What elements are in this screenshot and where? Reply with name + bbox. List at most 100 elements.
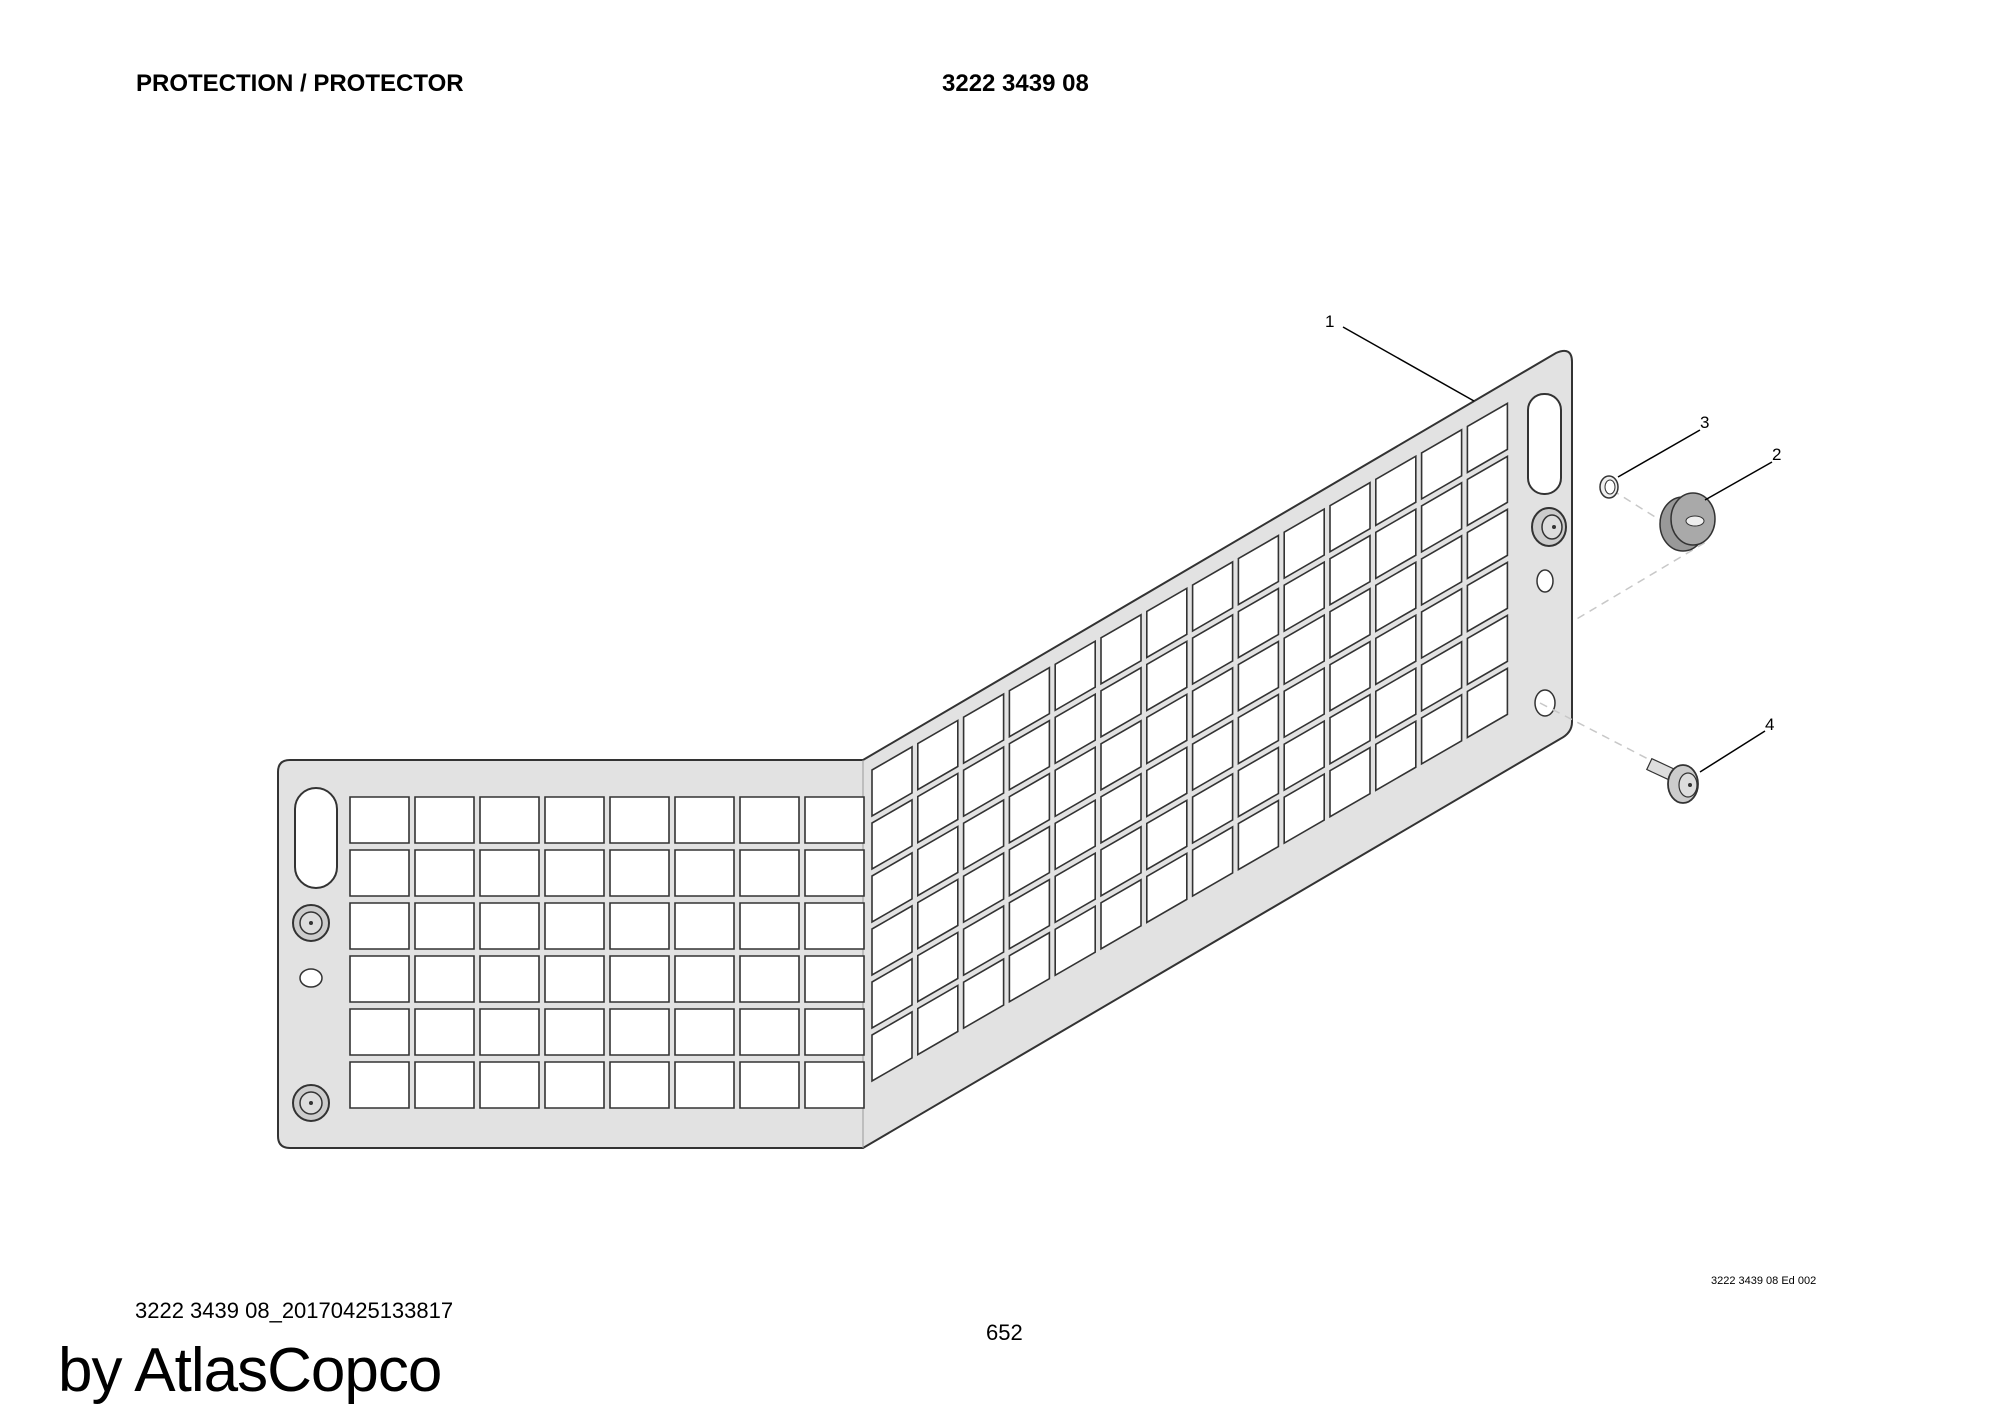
right-slot [1527, 393, 1562, 495]
mesh-cell [544, 902, 605, 950]
callout-1: 1 [1325, 312, 1334, 331]
mesh-cell [609, 955, 670, 1003]
mesh-cell [1283, 507, 1325, 580]
mesh-cell [739, 796, 800, 844]
retaining-ring-part-3 [1599, 475, 1619, 499]
mesh-cell [804, 849, 865, 897]
right-hole-upper [1536, 569, 1554, 593]
mesh-cell [609, 796, 670, 844]
mesh-cell [1466, 507, 1509, 580]
document-id: 3222 3439 08_20170425133817 [135, 1298, 454, 1323]
mesh-cell [1329, 640, 1371, 713]
mesh-cell [349, 902, 410, 950]
mesh-cell [1237, 587, 1280, 659]
mesh-cell [1283, 772, 1325, 845]
mesh-cell [544, 1008, 605, 1056]
mesh-cell [1100, 825, 1142, 898]
mesh-cell [1008, 825, 1051, 898]
mesh-cell [962, 798, 1005, 871]
callout-3: 3 [1700, 413, 1709, 432]
mesh-cell [1237, 693, 1280, 765]
mesh-cell [609, 1008, 670, 1056]
mesh-cell [1375, 454, 1417, 527]
page-number: 652 [986, 1320, 1023, 1345]
mesh-cell [1466, 613, 1509, 686]
part-number: 3222 3439 08 [942, 70, 1089, 97]
mesh-cell [1191, 772, 1234, 845]
mesh-cell [871, 904, 913, 977]
mesh-cell [1420, 428, 1463, 501]
mesh-cell [1054, 639, 1096, 712]
mesh-cell [1375, 507, 1417, 580]
mesh-cell [962, 957, 1005, 1030]
mesh-cell [1100, 772, 1142, 845]
mesh-cell [479, 955, 540, 1003]
mesh-cell [1146, 851, 1188, 924]
mesh-cell [1100, 878, 1142, 951]
left-hole [299, 968, 323, 988]
mesh-cell [674, 955, 735, 1003]
mesh-cell [1329, 481, 1371, 554]
mesh-cell [1329, 746, 1371, 819]
mesh-cell [1054, 904, 1096, 977]
mesh-cell [1420, 587, 1463, 660]
mesh-cell [804, 1008, 865, 1056]
leader-lines [1342, 326, 1773, 773]
mesh-cell [1008, 878, 1051, 951]
callout-4: 4 [1765, 715, 1774, 734]
mesh-cell [1420, 693, 1463, 766]
mesh-cell [1420, 534, 1463, 607]
mesh-cell [609, 849, 670, 897]
mesh-cell [1329, 534, 1371, 607]
mesh-cell [804, 796, 865, 844]
mesh-cell [1283, 560, 1325, 633]
mesh-cell [414, 1008, 475, 1056]
mesh-cell [674, 1008, 735, 1056]
mesh-cell [674, 902, 735, 950]
mesh-cell [544, 796, 605, 844]
mesh-cell [674, 849, 735, 897]
mesh-cell [479, 796, 540, 844]
mesh-cell [1375, 560, 1417, 633]
mesh-cell [917, 719, 959, 791]
mesh-cell [739, 1061, 800, 1109]
mesh-cell [1237, 799, 1280, 871]
mesh-cell [1008, 772, 1051, 845]
page-title: PROTECTION / PROTECTOR [136, 70, 464, 97]
mesh-cell [1191, 825, 1234, 898]
mesh-cell [1420, 640, 1463, 713]
mesh-cell [414, 796, 475, 844]
mesh-cell [1283, 613, 1325, 686]
mesh-cell [1466, 560, 1509, 633]
mesh-cell [1146, 692, 1188, 765]
mesh-cell [1146, 745, 1188, 818]
mesh-cells [349, 401, 1509, 1109]
mesh-cell [1375, 613, 1417, 686]
mesh-cell [1375, 719, 1417, 792]
mesh-cell [674, 1061, 735, 1109]
mesh-cell [1054, 692, 1096, 765]
mesh-cell [739, 1008, 800, 1056]
left-fastener-top [292, 904, 330, 942]
mesh-cell [349, 849, 410, 897]
mesh-cell [674, 796, 735, 844]
mesh-cell [1420, 481, 1463, 554]
mesh-cell [1329, 693, 1371, 766]
mesh-cell [1329, 587, 1371, 660]
bolt-part-4 [1645, 757, 1699, 804]
mesh-cell [1054, 851, 1096, 924]
mesh-cell [414, 849, 475, 897]
mesh-cell [1191, 719, 1234, 792]
mesh-cell [871, 957, 913, 1030]
left-slot [294, 787, 338, 889]
mesh-cell [871, 851, 913, 924]
mesh-cell [1375, 666, 1417, 739]
mesh-cell [962, 745, 1005, 818]
mesh-cell [871, 798, 913, 871]
mesh-cell [1283, 666, 1325, 739]
mesh-cell [1146, 639, 1188, 712]
mesh-cell [917, 931, 959, 1003]
mesh-cell [544, 955, 605, 1003]
mesh-cell [349, 796, 410, 844]
